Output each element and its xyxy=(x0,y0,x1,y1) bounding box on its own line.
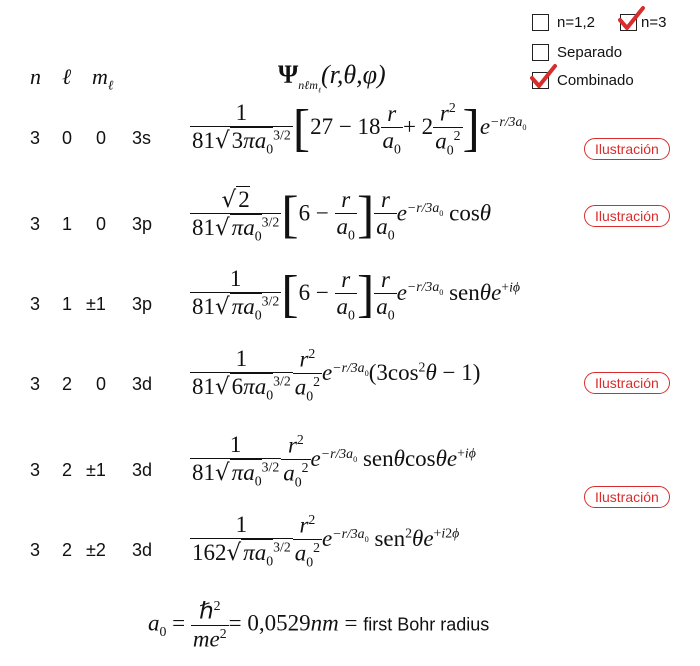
row3-l: 1 xyxy=(62,294,73,314)
row2-illustration-button[interactable]: Ilustración xyxy=(584,205,670,227)
row3-orbital: 3p xyxy=(132,294,153,314)
n3-checkbox[interactable] xyxy=(618,6,645,31)
row4-ml: 0 xyxy=(96,374,107,394)
n12-label: n=1,2 xyxy=(557,14,595,31)
header-l: ℓ xyxy=(62,64,72,89)
row1-orbital: 3s xyxy=(132,128,152,148)
header-ml: mℓ xyxy=(92,64,114,93)
row6-ml: ±2 xyxy=(86,540,106,560)
header-n: n xyxy=(30,64,41,89)
row2-n: 3 xyxy=(30,214,41,234)
row6-l: 2 xyxy=(62,540,73,560)
checkmark-icon xyxy=(618,6,645,30)
row3-n: 3 xyxy=(30,294,41,314)
separado-label: Separado xyxy=(557,44,623,61)
row2-l: 1 xyxy=(62,214,73,234)
option-separado[interactable]: Separado xyxy=(532,44,622,61)
row2-ml: 0 xyxy=(96,214,107,234)
row1-l: 0 xyxy=(62,128,73,148)
row1-illustration-button[interactable]: Ilustración xyxy=(584,138,670,160)
checkmark-icon xyxy=(530,64,557,88)
row5-orbital: 3d xyxy=(132,460,153,480)
n12-checkbox[interactable] xyxy=(532,14,549,31)
combinado-checkbox[interactable] xyxy=(530,64,557,89)
n3-label: n=3 xyxy=(641,14,667,31)
row2-orbital: 3p xyxy=(132,214,153,234)
row6-n: 3 xyxy=(30,540,41,560)
row1-ml: 0 xyxy=(96,128,107,148)
option-n12[interactable]: n=1,2 xyxy=(532,14,595,31)
row5-ml: ±1 xyxy=(86,460,106,480)
bohr-radius-label: first Bohr radius xyxy=(363,614,490,635)
row5-n: 3 xyxy=(30,460,41,480)
row5-l: 2 xyxy=(62,460,73,480)
row3-ml: ±1 xyxy=(86,294,106,314)
combinado-label: Combinado xyxy=(557,72,634,89)
header-psi: Ψnℓmℓ(r,θ,φ) xyxy=(278,60,386,95)
row5-illustration-button[interactable]: Ilustración xyxy=(584,486,670,508)
option-n3[interactable]: n=3 xyxy=(618,6,667,31)
row4-illustration-button[interactable]: Ilustración xyxy=(584,372,670,394)
row6-orbital: 3d xyxy=(132,540,153,560)
row4-n: 3 xyxy=(30,374,41,394)
option-combinado[interactable]: Combinado xyxy=(530,64,634,89)
row1-n: 3 xyxy=(30,128,41,148)
row4-orbital: 3d xyxy=(132,374,153,394)
row4-l: 2 xyxy=(62,374,73,394)
separado-checkbox[interactable] xyxy=(532,44,549,61)
